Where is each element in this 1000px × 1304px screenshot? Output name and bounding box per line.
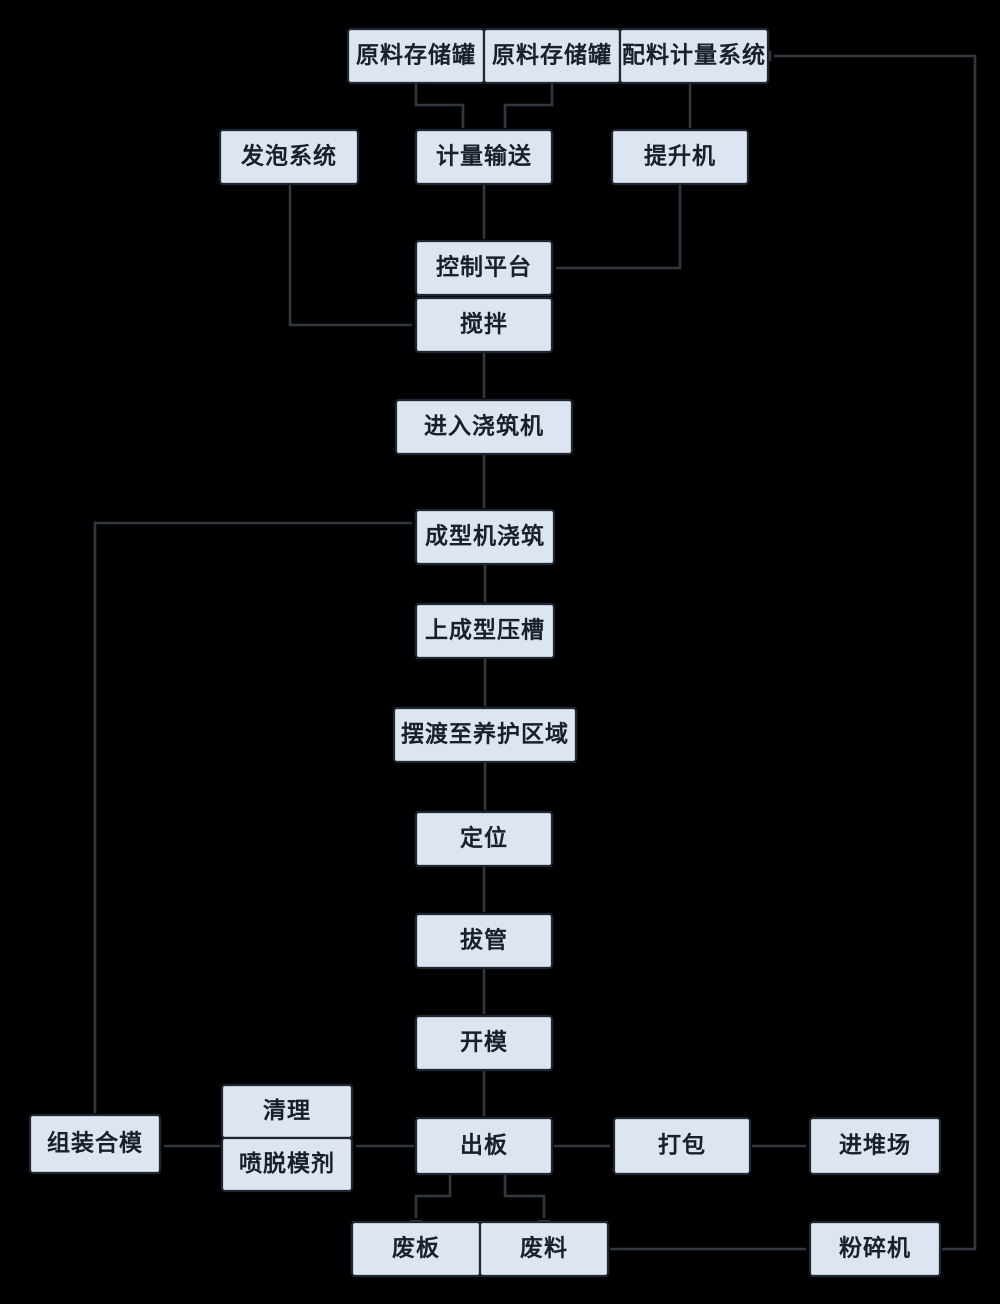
node-label: 拔管 [460,926,508,952]
node-label: 控制平台 [436,253,532,279]
node-box[interactable] [414,912,554,970]
node-box[interactable] [414,128,554,186]
flow-edge [541,184,682,274]
node-label: 原料存储罐 [356,41,476,67]
flow-node-raw_tank_1[interactable]: 原料存储罐 [346,27,486,85]
flow-node-spray_release[interactable]: 喷脱模剂 [220,1136,354,1193]
flow-node-forming_cast[interactable]: 成型机浇筑 [414,508,556,566]
node-label: 摆渡至养护区域 [401,720,569,746]
node-label: 配料计量系统 [622,41,766,67]
flow-node-positioning[interactable]: 定位 [414,810,554,868]
node-label: 组装合模 [47,1129,143,1155]
flow-node-hoist[interactable]: 提升机 [610,128,750,186]
flow-edge [610,1243,821,1255]
node-box[interactable] [414,296,554,354]
node-label: 定位 [460,824,508,850]
node-label: 废料 [520,1234,568,1260]
node-label: 粉碎机 [839,1234,911,1260]
flow-node-pipe_pulling[interactable]: 拔管 [414,912,554,970]
node-label: 清理 [263,1098,311,1123]
node-label: 废板 [392,1234,440,1260]
flow-edge [93,517,427,1113]
node-label: 开模 [460,1029,508,1054]
node-box[interactable] [618,27,770,85]
node-box[interactable] [414,239,554,297]
flow-node-stock_yard[interactable]: 进堆场 [808,1116,942,1176]
node-label: 进入浇筑机 [424,412,544,438]
node-box[interactable] [220,1136,354,1193]
flow-edge [288,184,427,331]
node-label: 提升机 [644,142,716,168]
node-label: 搅拌 [460,310,508,336]
node-box[interactable] [392,706,578,764]
node-box[interactable] [414,508,556,566]
flow-node-foaming_system[interactable]: 发泡系统 [218,128,360,186]
node-label: 成型机浇筑 [425,522,545,548]
flow-node-ferry_curing[interactable]: 摆渡至养护区域 [392,706,578,764]
flow-node-upper_groove[interactable]: 上成型压槽 [414,602,556,660]
node-box[interactable] [612,1116,752,1176]
flow-node-batching_system[interactable]: 配料计量系统 [618,27,770,85]
nodes-layer: 原料存储罐原料存储罐配料计量系统发泡系统计量输送提升机控制平台搅拌进入浇筑机成型… [28,27,942,1278]
node-label: 进堆场 [839,1132,911,1157]
node-box[interactable] [414,1014,554,1072]
node-label: 计量输送 [436,142,532,168]
flow-node-enter_caster[interactable]: 进入浇筑机 [394,398,574,456]
flow-node-mixing[interactable]: 搅拌 [414,296,554,354]
flow-node-waste_board[interactable]: 废板 [350,1220,482,1278]
flow-edge [759,50,977,1251]
node-box[interactable] [808,1116,942,1176]
flow-node-board_out[interactable]: 出板 [414,1116,554,1176]
flow-node-demolding[interactable]: 开模 [414,1014,554,1072]
node-box[interactable] [394,398,574,456]
node-box[interactable] [808,1220,942,1278]
node-label: 打包 [658,1131,706,1157]
node-label: 原料存储罐 [492,41,612,67]
flow-node-raw_tank_2[interactable]: 原料存储罐 [482,27,622,85]
node-box[interactable] [478,1220,610,1278]
flow-node-metering_conv[interactable]: 计量输送 [414,128,554,186]
node-box[interactable] [414,1116,554,1176]
node-box[interactable] [414,810,554,868]
node-label: 出板 [460,1132,508,1157]
node-label: 上成型压槽 [425,617,545,642]
node-box[interactable] [218,128,360,186]
flow-node-cleaning[interactable]: 清理 [220,1083,354,1140]
flow-node-assemble_mold[interactable]: 组装合模 [28,1113,162,1175]
node-box[interactable] [610,128,750,186]
flow-node-packing[interactable]: 打包 [612,1116,752,1176]
node-label: 发泡系统 [240,142,337,168]
node-label: 喷脱模剂 [239,1150,335,1176]
flow-node-waste_material[interactable]: 废料 [478,1220,610,1278]
node-box[interactable] [414,602,556,660]
flow-node-crusher[interactable]: 粉碎机 [808,1220,942,1278]
node-box[interactable] [28,1113,162,1175]
flow-node-control_platform[interactable]: 控制平台 [414,239,554,297]
